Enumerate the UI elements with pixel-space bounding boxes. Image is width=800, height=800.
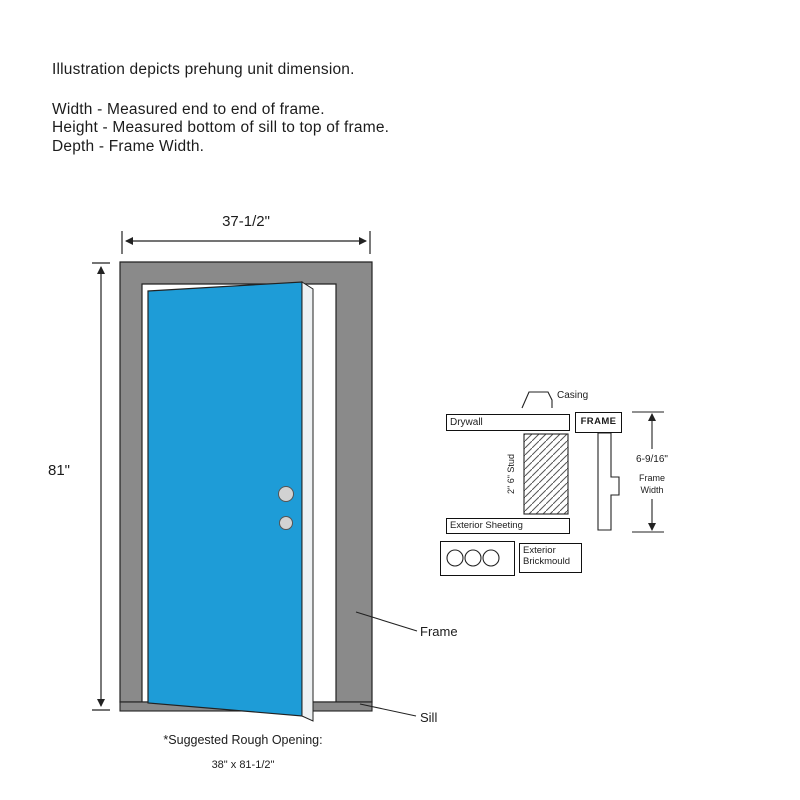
drywall-box: Drywall [446, 414, 570, 431]
frame-leader-line [355, 611, 418, 632]
siding-circles-box [440, 541, 515, 576]
intro-line-3: Height - Measured bottom of sill to top … [52, 119, 390, 136]
siding-circle-2 [464, 549, 482, 567]
rough-opening-value: 38" x 81-1/2" [211, 759, 275, 771]
rough-opening-title: *Suggested Rough Opening: [163, 733, 323, 747]
height-dimension-label: 81" [47, 462, 70, 479]
door-deadbolt-icon [279, 516, 293, 530]
frame-width-sub2: Width [640, 485, 664, 495]
door-edge [301, 281, 314, 722]
intro-line-1: Illustration depicts prehung unit dimens… [52, 61, 355, 78]
stud-hatch [523, 433, 569, 515]
frame-width-sub1: Frame [638, 473, 665, 483]
casing-profile [521, 391, 553, 409]
frame-profile [597, 432, 620, 531]
sill-leader-line [359, 703, 417, 717]
exterior-brickmould-line-1: Exterior [523, 545, 556, 556]
sill-callout-label: Sill [420, 710, 438, 725]
frame-width-dim-label: 6-9/16" [636, 454, 668, 465]
frame-callout-label: Frame [420, 624, 458, 639]
width-dimension-label: 37-1/2" [222, 213, 270, 230]
intro-text: Illustration depicts prehung unit dimens… [52, 61, 389, 156]
door-slab [147, 281, 303, 717]
door-knob-icon [278, 486, 294, 502]
casing-label: Casing [557, 390, 589, 401]
intro-line-4: Depth - Frame Width. [52, 137, 205, 155]
exterior-brickmould-line-2: Brickmould [523, 555, 570, 567]
siding-circle-3 [482, 549, 500, 567]
frame-section-box: FRAME [575, 412, 622, 433]
exterior-sheeting-box: Exterior Sheeting [446, 518, 570, 534]
intro-line-2: Width - Measured end to end of frame. [52, 100, 325, 118]
siding-circle-1 [446, 549, 464, 567]
stud-label: 2" 6" Stud [506, 454, 516, 494]
exterior-brickmould-box: Exterior Brickmould [519, 543, 582, 573]
